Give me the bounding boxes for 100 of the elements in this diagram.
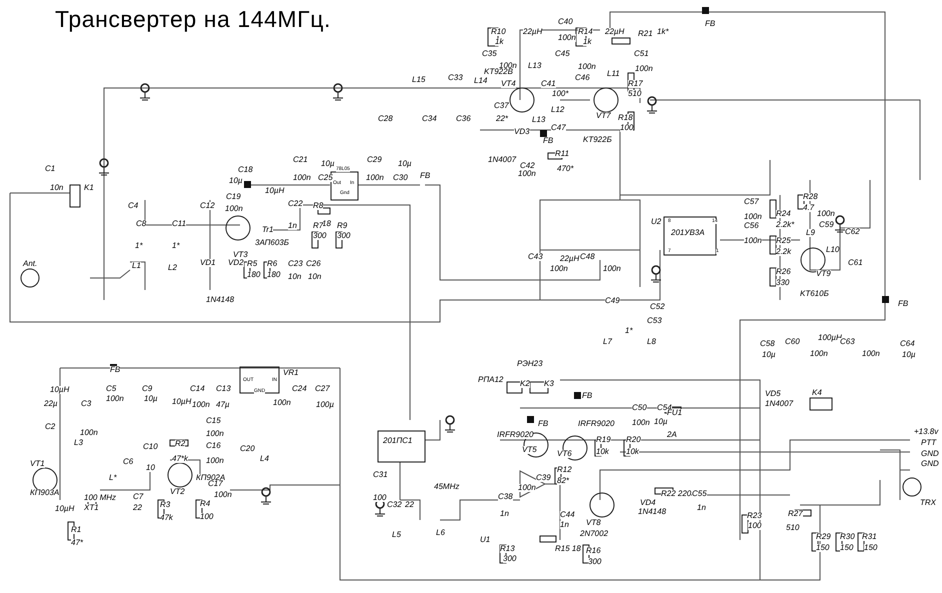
component-label: FB <box>538 420 548 428</box>
component-label: L11 <box>607 70 620 78</box>
component-label: C22 <box>288 200 303 208</box>
component-label: 10µH <box>265 187 284 195</box>
component-label: KT922Б <box>583 136 612 144</box>
component-label: TRX <box>920 499 936 507</box>
component-label: GND <box>921 450 939 458</box>
component-label: IRFR9020 <box>578 420 614 428</box>
component-label: 47* <box>71 539 84 547</box>
component-label: C44 <box>560 511 575 519</box>
component-label: C4 <box>128 202 138 210</box>
component-label: 100n <box>80 429 98 437</box>
component-label: 100n <box>603 265 621 273</box>
component-label: 100n <box>206 430 224 438</box>
component-label: XT1 <box>84 504 99 512</box>
component-label: 100n <box>578 63 596 71</box>
component-label: R25 <box>776 237 791 245</box>
component-label: GND <box>921 460 939 468</box>
component-label: C42 <box>520 162 535 170</box>
component-label: K3 <box>544 380 554 388</box>
component-label: C9 <box>142 385 152 393</box>
component-label: R12 <box>557 466 572 474</box>
component-label: 510 <box>628 90 642 98</box>
component-label: 22µH <box>605 28 624 36</box>
component-label: 510 <box>786 524 800 532</box>
component-label: VT4 <box>501 80 516 88</box>
component-label: R20 <box>626 436 641 444</box>
component-label: 100 <box>200 513 214 521</box>
component-label: 100n <box>518 170 536 178</box>
component-label: C23 <box>288 260 303 268</box>
component-label: FB <box>582 392 592 400</box>
component-label: 82* <box>557 477 570 485</box>
component-label: C25 <box>318 174 333 182</box>
component-label: 100n <box>518 484 536 492</box>
component-label: C61 <box>848 259 863 267</box>
component-label: 100 MHz <box>84 494 116 502</box>
component-label: C30 <box>393 174 408 182</box>
component-label: R17 <box>628 80 643 88</box>
component-label: 1N4148 <box>638 508 666 516</box>
component-label: R29 <box>816 533 831 541</box>
component-label: 1* <box>172 242 180 250</box>
component-label: C41 <box>541 80 556 88</box>
component-label: C59 <box>819 221 834 229</box>
component-label: C47 <box>551 124 566 132</box>
component-label: КП903А <box>30 489 60 497</box>
component-label: K2 <box>520 380 530 388</box>
component-label: R15 18 <box>555 545 581 553</box>
component-label: R30 <box>840 533 855 541</box>
component-label: C56 <box>744 222 759 230</box>
component-label: C33 <box>448 74 463 82</box>
component-label: 47µ <box>216 401 230 409</box>
component-label: РПА12 <box>478 376 504 384</box>
component-label: 100 <box>373 494 386 502</box>
component-label: 1n <box>697 504 706 512</box>
component-label: L5 <box>392 531 401 539</box>
component-label: VR1 <box>283 369 299 377</box>
component-label: 100n <box>744 237 762 245</box>
component-label: 2.2k <box>776 248 792 256</box>
component-label: 100n <box>635 65 653 73</box>
component-label: C1 <box>45 165 56 173</box>
component-label: 2N7002 <box>580 530 608 538</box>
component-label: 22* <box>496 115 508 123</box>
component-label: 100n <box>293 174 311 182</box>
component-label: 470* <box>557 165 574 173</box>
diagram-title: Трансвертер на 144МГц. <box>55 8 331 31</box>
component-label: FB <box>898 300 908 308</box>
component-label: 180 <box>267 271 280 279</box>
component-label: 47k <box>160 514 173 522</box>
component-label: 201УВ3А <box>671 229 705 237</box>
component-label: VD2 <box>228 259 244 267</box>
component-label: C55 <box>692 490 707 498</box>
component-label: 300 <box>337 232 350 240</box>
component-label: 10n <box>288 273 302 281</box>
component-label: VT5 <box>522 446 537 454</box>
component-label: L13 <box>528 62 542 70</box>
component-label: R16 <box>586 547 601 555</box>
component-label: C64 <box>900 340 915 348</box>
component-label: L13 <box>532 116 546 124</box>
component-label: 1* <box>135 242 143 250</box>
component-label: 100n <box>817 210 835 218</box>
component-label: R4 <box>200 500 210 508</box>
component-label: 330 <box>776 279 790 287</box>
component-label: 180 <box>247 271 260 279</box>
component-label: 10n <box>308 273 322 281</box>
component-label: FB <box>110 366 120 374</box>
component-label: C7 <box>133 493 144 501</box>
component-label: 1* <box>625 327 633 335</box>
component-label: 100n <box>810 350 828 358</box>
component-label: C21 <box>293 156 308 164</box>
component-label: VD1 <box>200 259 216 267</box>
component-label: 1N4007 <box>488 156 516 164</box>
component-label: 300 <box>503 555 516 563</box>
component-label: R19 <box>596 436 611 444</box>
component-label: L2 <box>168 264 177 272</box>
component-label: L* <box>109 474 117 482</box>
component-label: U2 <box>651 218 662 226</box>
component-label: C20 <box>240 445 255 453</box>
component-label: Tr1 <box>262 226 274 234</box>
component-label: R1 <box>71 526 82 534</box>
component-label: C11 <box>172 220 186 228</box>
